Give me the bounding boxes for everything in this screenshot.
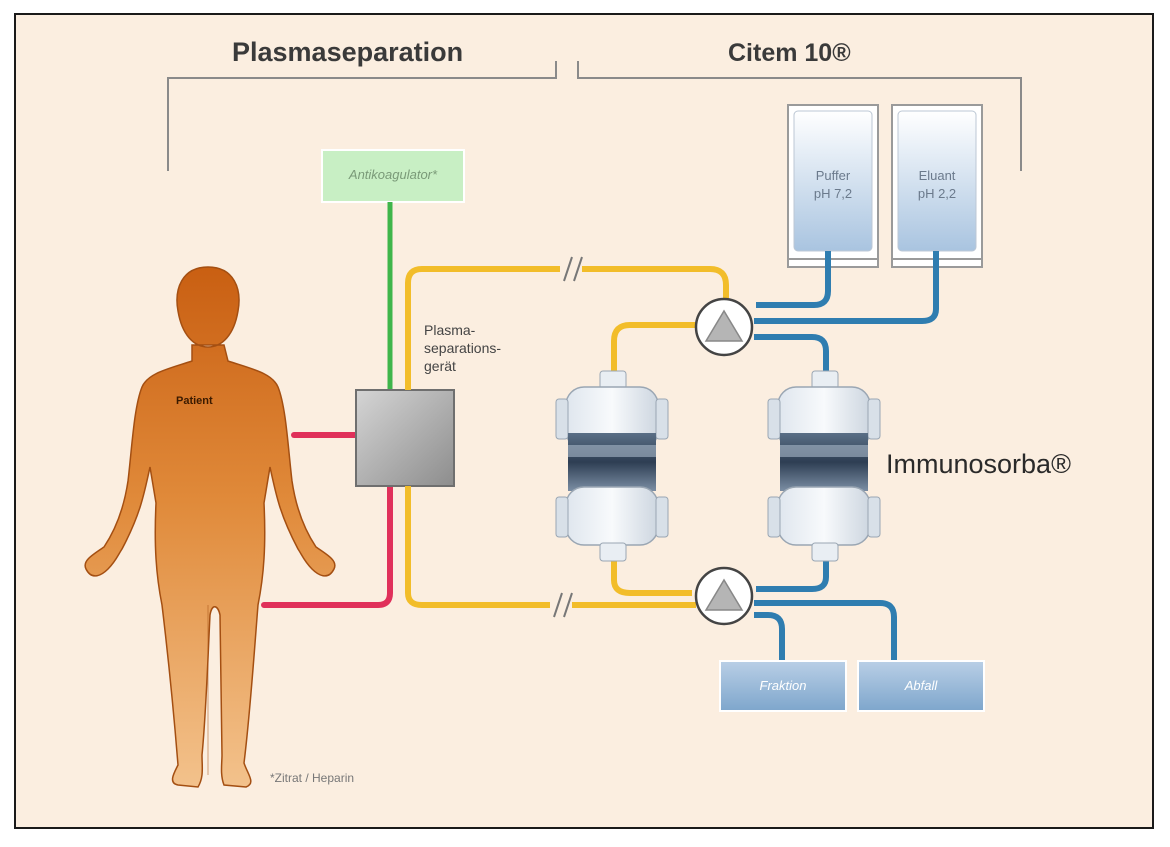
immunosorba-column-left — [555, 370, 669, 562]
patient-figure — [84, 266, 336, 788]
lower-valve-pump — [694, 566, 754, 626]
solution-lines — [754, 251, 939, 663]
immunosorba-column-right — [767, 370, 881, 562]
diagram-frame: Plasmaseparation Citem 10® Antikoagulato… — [14, 13, 1154, 829]
anticoagulant-box — [321, 149, 465, 203]
section-bracket-citem — [577, 61, 1022, 171]
buffer-label-line-2: pH 7,2 — [813, 186, 853, 201]
plasma-separator-box — [355, 389, 455, 487]
upper-valve-pump — [694, 297, 754, 357]
separator-label-line-1: Plasma- — [424, 322, 476, 338]
section-bracket-plasmaseparation — [167, 61, 557, 171]
eluant-label-line-2: pH 2,2 — [917, 186, 957, 201]
immunosorba-label: Immunosorba® — [886, 449, 1071, 479]
fraction-reservoir — [719, 660, 847, 712]
waste-reservoir — [857, 660, 985, 712]
blood-lines — [261, 432, 393, 608]
eluant-label-line-1: Eluant — [918, 168, 956, 183]
footnote: *Zitrat / Heparin — [270, 771, 355, 785]
plasma-lines — [405, 266, 729, 608]
line-break-marks — [550, 256, 583, 618]
buffer-bag — [787, 104, 879, 268]
buffer-label-line-1: Puffer — [815, 168, 851, 183]
section-title-plasmaseparation: Plasmaseparation — [232, 37, 464, 67]
eluant-label: Eluant pH 2,2 — [898, 167, 976, 203]
separator-label-line-2: separations- — [424, 340, 502, 356]
section-title-citem: Citem 10® — [728, 39, 851, 67]
anticoagulant-label: Antikoagulator* — [348, 167, 438, 182]
plasma-separator-label: Plasma- separations- gerät — [424, 321, 501, 375]
fraction-label: Fraktion — [759, 678, 807, 693]
waste-label: Abfall — [904, 678, 938, 693]
separator-label-line-3: gerät — [424, 358, 456, 374]
patient-label: Patient — [176, 395, 213, 407]
buffer-label: Puffer pH 7,2 — [794, 167, 872, 203]
schematic-graphic — [84, 61, 1022, 788]
